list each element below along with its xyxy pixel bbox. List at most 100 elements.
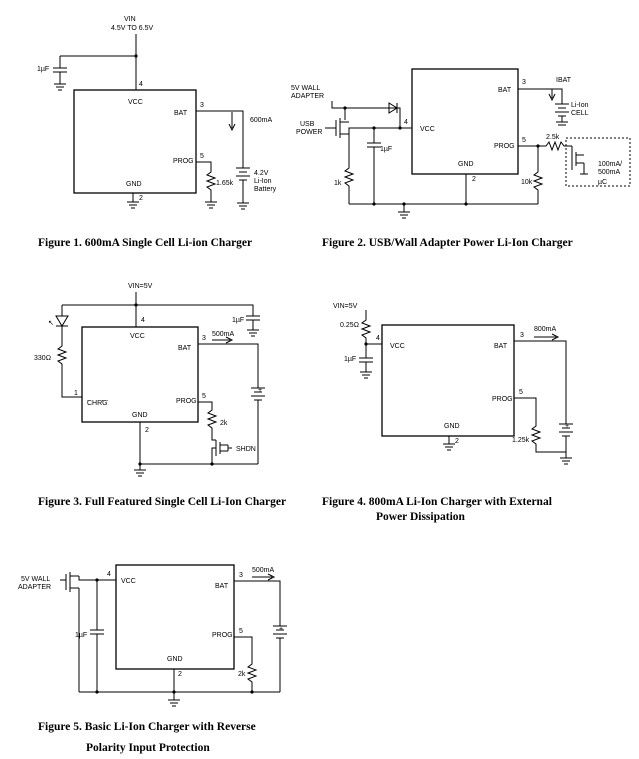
fig2-r3-label: 2.5k bbox=[546, 134, 560, 141]
fig1-battery-line3: Battery bbox=[254, 186, 277, 193]
fig1-gnd-label: GND bbox=[126, 181, 142, 188]
fig2-current-arrow bbox=[548, 89, 556, 102]
fig5-ic-body bbox=[115, 564, 235, 670]
fig2-r1-label: 1k bbox=[334, 180, 342, 187]
fig3-battery-plus: + bbox=[258, 387, 262, 394]
fig2-mcu-nmos-icon bbox=[571, 146, 588, 175]
fig2-capacitor bbox=[367, 128, 381, 204]
fig5-pin3: 3 bbox=[239, 572, 243, 579]
fig2-caption: Figure 2. USB/Wall Adapter Power Li-Ion … bbox=[322, 237, 573, 249]
fig4-ground-icon-bat bbox=[560, 452, 572, 465]
fig2-resistor-1k bbox=[343, 134, 355, 204]
fig4-battery-icon bbox=[559, 423, 573, 452]
fig4-ground-icon bbox=[443, 436, 455, 451]
fig1-pin3: 3 bbox=[200, 102, 204, 109]
fig1-pin4: 4 bbox=[139, 81, 143, 88]
fig3-chrg-label: CHRG bbox=[87, 400, 108, 407]
fig3-capacitor bbox=[246, 315, 260, 337]
fig4-ic-body bbox=[381, 324, 515, 437]
fig5-prog-resistor bbox=[234, 636, 258, 692]
fig1-bat-label: BAT bbox=[174, 110, 188, 117]
fig3-shdn-label: SHDN bbox=[236, 446, 256, 453]
fig2-cell-line1: Li-Ion bbox=[571, 102, 589, 109]
fig2-gnd-label: GND bbox=[458, 161, 474, 168]
fig4-bat-label: BAT bbox=[494, 343, 508, 350]
fig3-rprog-label: 2k bbox=[220, 420, 228, 427]
fig2-cell-line2: CELL bbox=[571, 110, 589, 117]
fig1-battery-line2: Li-Ion bbox=[254, 178, 272, 185]
fig3-pin2: 2 bbox=[145, 427, 149, 434]
figure-5: 5V WALL ADAPTER 4 1µF VCC BAT PROG GND 3… bbox=[18, 564, 287, 754]
fig3-pin1: 1 bbox=[74, 390, 78, 397]
fig1-current-label: 600mA bbox=[250, 117, 273, 124]
fig4-rseries-label: 0.25Ω bbox=[340, 322, 359, 329]
fig2-battery-icon bbox=[555, 103, 569, 126]
fig1-cap-label: 1µF bbox=[37, 66, 49, 73]
fig4-cap-label: 1µF bbox=[344, 356, 356, 363]
fig3-led-icon bbox=[55, 305, 82, 398]
fig5-battery-icon bbox=[273, 625, 287, 692]
figure-3: VIN=5V 1µF 4 ↖ 330Ω 1 VCC BAT PROG CHRG … bbox=[34, 283, 286, 508]
fig3-led-arrow: ↖ bbox=[48, 320, 54, 327]
fig3-current-arrow bbox=[212, 336, 234, 344]
fig1-battery-icon bbox=[236, 167, 250, 203]
fig2-diode-icon bbox=[383, 102, 401, 128]
fig5-vcc-label: VCC bbox=[121, 578, 136, 585]
fig2-bat-label: BAT bbox=[498, 87, 512, 94]
fig5-battery-plus: + bbox=[279, 626, 283, 633]
fig3-rled-label: 330Ω bbox=[34, 355, 51, 362]
fig3-supply-label: VIN=5V bbox=[128, 283, 153, 290]
fig2-input-usb-1: USB bbox=[300, 121, 315, 128]
figure-4: VIN=5V 0.25Ω 4 1µF VCC BAT PROG GND 3 80… bbox=[322, 303, 573, 523]
fig2-vcc-label: VCC bbox=[420, 126, 435, 133]
fig2-ground-icon bbox=[398, 204, 410, 219]
fig1-prog-resistor bbox=[196, 161, 217, 202]
fig3-caption: Figure 3. Full Featured Single Cell Li-I… bbox=[38, 496, 286, 508]
fig2-input-wall-1: 5V WALL bbox=[291, 85, 320, 92]
fig5-pin2: 2 bbox=[178, 671, 182, 678]
fig4-pin5: 5 bbox=[519, 389, 523, 396]
fig3-bat-label: BAT bbox=[178, 345, 192, 352]
fig1-capacitor bbox=[53, 56, 67, 84]
fig2-prog-label: PROG bbox=[494, 143, 515, 150]
fig4-current-arrow bbox=[534, 333, 560, 341]
fig1-resistor-label: 1.65k bbox=[216, 180, 234, 187]
fig2-current-label: IBAT bbox=[556, 77, 572, 84]
fig1-caption: Figure 1. 600mA Single Cell Li-ion Charg… bbox=[38, 237, 252, 249]
fig3-prog-label: PROG bbox=[176, 398, 197, 405]
fig4-supply-label: VIN=5V bbox=[333, 303, 358, 310]
fig5-input-1: 5V WALL bbox=[21, 576, 50, 583]
fig5-gnd-label: GND bbox=[167, 656, 183, 663]
fig3-pin4: 4 bbox=[141, 317, 145, 324]
fig5-input-2: ADAPTER bbox=[18, 584, 51, 591]
fig1-battery-line1: 4.2V bbox=[254, 170, 269, 177]
fig4-pin4: 4 bbox=[376, 335, 380, 342]
fig3-pin5: 5 bbox=[202, 393, 206, 400]
fig1-ic-body bbox=[73, 89, 197, 194]
fig2-ic-body bbox=[411, 68, 519, 175]
fig2-r2-label: 10k bbox=[521, 179, 533, 186]
fig2-mcu-line2: 500mA bbox=[598, 169, 621, 176]
fig2-input-usb-2: POWER bbox=[296, 129, 322, 136]
fig5-caption-line2: Polarity Input Protection bbox=[86, 742, 210, 754]
fig4-caption-line1: Figure 4. 800mA Li-Ion Charger with Exte… bbox=[322, 496, 552, 508]
fig1-current-arrow bbox=[228, 112, 236, 132]
fig2-pin4: 4 bbox=[404, 119, 408, 126]
fig5-pin5: 5 bbox=[239, 628, 243, 635]
fig2-cap-label: 1µF bbox=[380, 146, 392, 153]
fig2-pmos-icon bbox=[335, 118, 374, 138]
fig1-prog-label: PROG bbox=[173, 158, 194, 165]
fig5-cap-label: 1µF bbox=[75, 632, 87, 639]
fig5-pin4: 4 bbox=[107, 571, 111, 578]
fig1-ground-icon bbox=[127, 193, 139, 209]
fig2-mcu-line3: µC bbox=[598, 179, 607, 186]
fig4-capacitor bbox=[359, 344, 373, 379]
figure-1: VIN 4.5V TO 6.5V 1µF 4 VCC BAT PROG GND … bbox=[37, 16, 277, 249]
fig4-series-resistor bbox=[360, 310, 372, 344]
fig3-vcc-label: VCC bbox=[130, 333, 145, 340]
fig3-pin3: 3 bbox=[202, 335, 206, 342]
fig2-input-wall-2: ADAPTER bbox=[291, 93, 324, 100]
fig3-ic-body bbox=[81, 326, 199, 423]
fig5-caption-line1: Figure 5. Basic Li-Ion Charger with Reve… bbox=[38, 721, 256, 733]
fig1-vcc-label: VCC bbox=[128, 99, 143, 106]
